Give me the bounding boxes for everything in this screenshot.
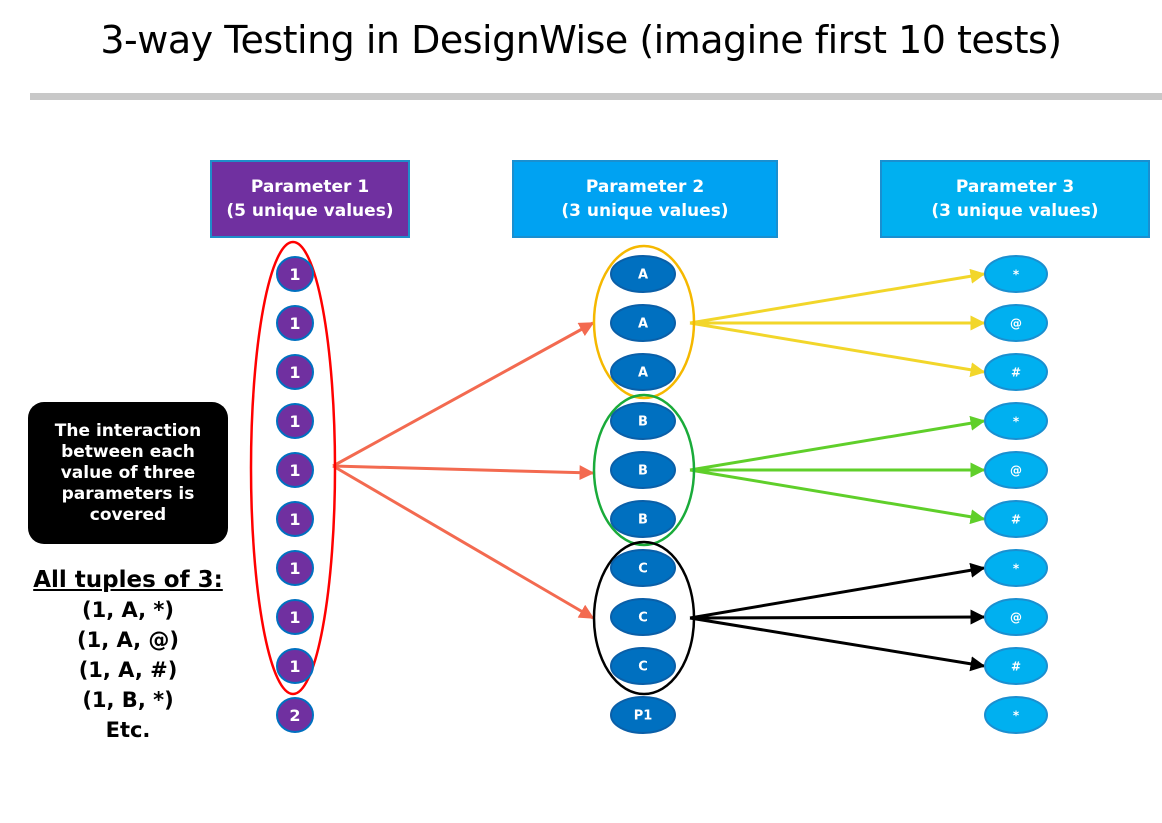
p3-value-node-label: *: [1013, 561, 1020, 575]
p2-value-node: [610, 549, 676, 587]
p2-value-node: [610, 304, 676, 342]
p2-value-node: [610, 402, 676, 440]
p3-value-node-label: *: [1013, 414, 1020, 428]
p2-value-node-label: A: [638, 268, 648, 283]
parameter-1-header: Parameter 1 (5 unique values): [210, 160, 410, 238]
p2-value-node-label: B: [638, 415, 648, 430]
p1-value-node-label: 1: [289, 412, 300, 431]
p1-value-node: [276, 501, 314, 537]
p3-value-node: [984, 304, 1048, 342]
p1-value-node-label: 1: [289, 461, 300, 480]
p3-value-node: [984, 451, 1048, 489]
p3-value-node: [984, 696, 1048, 734]
p2-value-node-label: C: [638, 660, 648, 675]
tuple-item: (1, A, *): [81, 598, 174, 622]
arrow-a-to-p3: [689, 321, 986, 378]
p2-value-node-label: B: [638, 464, 648, 479]
tuple-item: (1, B, *): [82, 688, 174, 712]
tuple-item: Etc.: [105, 718, 151, 742]
p3-value-node-label: *: [1013, 267, 1020, 281]
interaction-callout: The interaction between each value of th…: [28, 402, 228, 544]
p3-value-node: [984, 549, 1048, 587]
arrow-c-to-p3: [689, 609, 986, 625]
p2-value-node: [610, 255, 676, 293]
arrow-p1-to-a: [332, 321, 595, 468]
p1-value-node: [276, 648, 314, 684]
p3-value-node-label: *: [1013, 708, 1020, 722]
tuples-heading: All tuples of 3:: [33, 567, 223, 593]
p3-value-node: [984, 598, 1048, 636]
arrow-p1-to-c: [332, 464, 595, 620]
p1-value-node: [276, 599, 314, 635]
tuples-block: All tuples of 3: (1, A, *)(1, A, @)(1, A…: [28, 565, 228, 745]
parameter-3-count: (3 unique values): [931, 201, 1099, 221]
p3-value-node-label: #: [1011, 365, 1021, 379]
page-title: 3-way Testing in DesignWise (imagine fir…: [100, 18, 1062, 62]
p1-value-node: [276, 403, 314, 439]
arrow-c-to-p3: [689, 562, 986, 620]
parameter-3-name: Parameter 3: [955, 177, 1075, 197]
arrow-a-to-p3: [689, 268, 986, 325]
p2-value-node: [610, 696, 676, 734]
p3-value-node: [984, 500, 1048, 538]
parameter-1-group-outline: [249, 240, 337, 696]
p1-value-node: [276, 550, 314, 586]
p3-value-node: [984, 402, 1048, 440]
arrow-b-to-p3: [689, 415, 986, 472]
arrow-p1-to-b: [332, 464, 595, 481]
group-c-outline: [592, 540, 696, 696]
p1-value-node: [276, 354, 314, 390]
p3-value-node: [984, 647, 1048, 685]
p1-value-node-label: 1: [289, 265, 300, 284]
title-divider: [30, 93, 1162, 100]
parameter-2-name: Parameter 2: [585, 177, 705, 197]
tuple-item: (1, A, #): [78, 658, 178, 682]
parameter-2-header: Parameter 2 (3 unique values): [512, 160, 778, 238]
p3-value-node-label: #: [1011, 659, 1021, 673]
p1-value-node-label: 1: [289, 510, 300, 529]
p2-value-node-label: C: [638, 611, 648, 626]
p3-value-node-label: #: [1011, 512, 1021, 526]
p2-value-node-label: A: [638, 366, 648, 381]
p2-value-node: [610, 598, 676, 636]
p1-value-node-label: 1: [289, 657, 300, 676]
p1-value-node: [276, 305, 314, 341]
p2-value-node: [610, 647, 676, 685]
p2-value-node: [610, 500, 676, 538]
parameter-3-header: Parameter 3 (3 unique values): [880, 160, 1150, 238]
group-b-outline: [592, 393, 696, 547]
arrow-b-to-p3: [689, 468, 986, 525]
arrow-c-to-p3: [689, 616, 986, 672]
p1-value-node: [276, 697, 314, 733]
p2-value-node: [610, 451, 676, 489]
p1-value-node-label: 1: [289, 363, 300, 382]
p2-value-node: [610, 353, 676, 391]
p2-value-node-label: C: [638, 562, 648, 577]
parameter-1-count: (5 unique values): [226, 201, 394, 221]
p1-value-node-label: 1: [289, 314, 300, 333]
p1-value-node: [276, 256, 314, 292]
p1-value-node-label: 1: [289, 608, 300, 627]
parameter-2-count: (3 unique values): [561, 201, 729, 221]
p3-value-node: [984, 255, 1048, 293]
tuple-item: (1, A, @): [76, 628, 180, 652]
p3-value-node-label: @: [1010, 463, 1022, 477]
group-a-outline: [592, 244, 696, 400]
p1-value-node-label: 1: [289, 559, 300, 578]
p3-value-node-label: @: [1010, 316, 1022, 330]
p2-value-node-label: P1: [634, 709, 653, 724]
p1-value-node-label: 2: [289, 706, 300, 725]
p3-value-node: [984, 353, 1048, 391]
p2-value-node-label: A: [638, 317, 648, 332]
p3-value-node-label: @: [1010, 610, 1022, 624]
p2-value-node-label: B: [638, 513, 648, 528]
tuples-list: (1, A, *) (1, A, @) (1, A, #) (1, B, *) Etc.: [28, 595, 228, 745]
p1-value-node: [276, 452, 314, 488]
parameter-1-name: Parameter 1: [250, 177, 370, 197]
